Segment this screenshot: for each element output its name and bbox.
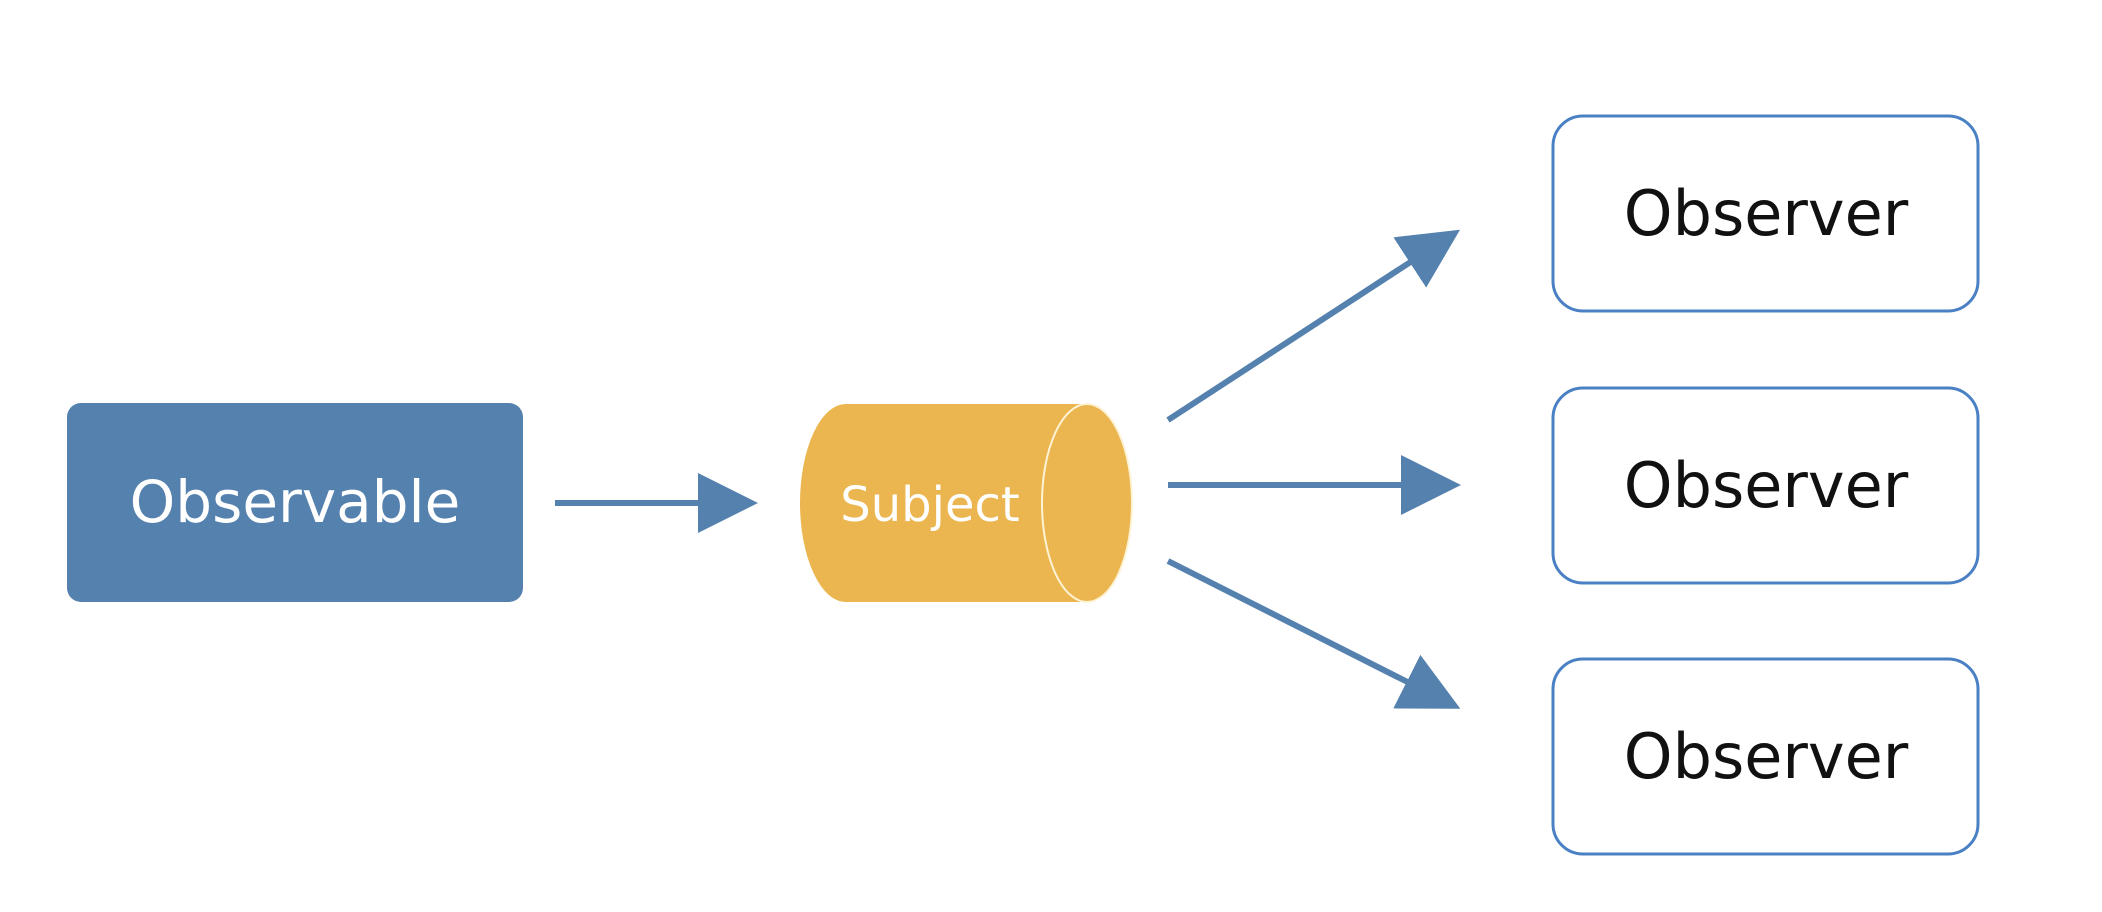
observer-label: Observer <box>1624 177 1909 250</box>
observable-label: Observable <box>130 468 461 536</box>
observer-box <box>1551 114 1980 313</box>
observer-label: Observer <box>1624 449 1909 522</box>
observer-node: Observer <box>1551 657 1980 856</box>
observer-box <box>1551 386 1980 585</box>
subject-node: Subject <box>800 403 1133 603</box>
observer-label: Observer <box>1624 720 1909 793</box>
observer-node: Observer <box>1551 114 1980 313</box>
observable-box <box>67 403 523 602</box>
subject-cylinder-cap <box>1041 403 1133 603</box>
observable-node: Observable <box>67 403 523 602</box>
observer-box <box>1551 657 1980 856</box>
subject-label: Subject <box>840 477 1019 533</box>
arrow-subject-to-observer-1 <box>1166 229 1461 423</box>
arrow-subject-to-observer-3 <box>1166 558 1461 709</box>
observer-node: Observer <box>1551 386 1980 585</box>
